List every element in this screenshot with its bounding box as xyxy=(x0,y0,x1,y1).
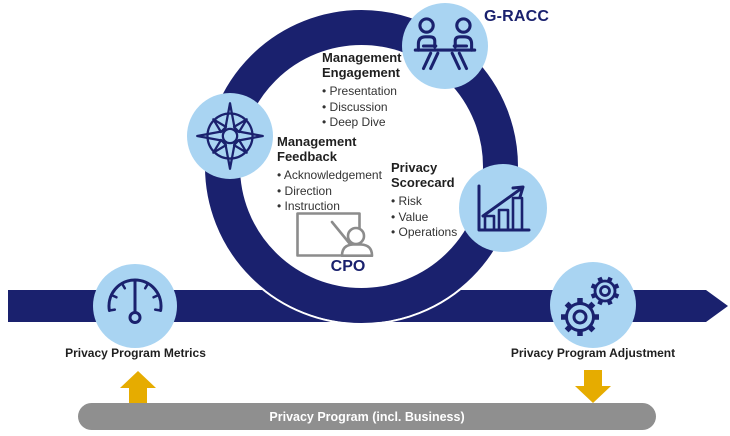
list-item: • Operations xyxy=(391,225,458,239)
management-feedback-title: Management Feedback xyxy=(277,134,357,164)
list-item: • Instruction xyxy=(277,199,340,213)
gracc-meeting-node xyxy=(402,3,488,89)
management-engagement-title: Management Engagement xyxy=(322,50,402,80)
management-feedback-node xyxy=(187,93,273,179)
gears-icon xyxy=(561,276,620,336)
list-item: • Discussion xyxy=(322,99,388,114)
cpo-node xyxy=(295,211,391,261)
list-item: • Deep Dive xyxy=(322,115,386,129)
list-item: • Presentation xyxy=(322,84,397,98)
management-engagement-list: • Presentation • Discussion • Deep Dive xyxy=(322,84,434,131)
privacy-scorecard-block: Privacy Scorecard • Risk • Value • Opera… xyxy=(391,160,496,241)
privacy-scorecard-title: Privacy Scorecard xyxy=(391,160,455,190)
privacy-program-adjustment-label: Privacy Program Adjustment xyxy=(510,346,676,360)
privacy-program-metrics-label: Privacy Program Metrics xyxy=(65,346,206,360)
down-arrow-icon xyxy=(575,370,611,403)
meeting-table-icon xyxy=(413,17,477,71)
management-feedback-list: • Acknowledgement • Direction • Instruct… xyxy=(277,168,417,215)
privacy-program-adjustment-node xyxy=(550,262,636,348)
list-item: • Value xyxy=(391,209,429,224)
management-engagement-block: Management Engagement • Presentation • D… xyxy=(322,50,434,131)
list-item: • Risk xyxy=(391,194,422,208)
up-arrow-icon xyxy=(120,371,156,403)
privacy-program-metrics-node xyxy=(93,264,177,348)
management-feedback-block: Management Feedback • Acknowledgement • … xyxy=(277,134,417,215)
privacy-scorecard-node xyxy=(459,164,547,252)
gracc-title: G-RACC xyxy=(484,8,550,25)
list-item: • Acknowledgement xyxy=(277,168,382,182)
presenter-icon xyxy=(296,212,374,257)
list-item: • Direction xyxy=(277,183,332,198)
privacy-program-bar: Privacy Program (incl. Business) xyxy=(78,403,656,430)
compass-icon xyxy=(196,102,264,170)
bar-chart-growth-icon xyxy=(477,184,531,232)
privacy-scorecard-list: • Risk • Value • Operations xyxy=(391,194,496,241)
gauge-icon xyxy=(107,278,163,324)
privacy-program-bar-label: Privacy Program (incl. Business) xyxy=(269,409,465,424)
cpo-label: CPO xyxy=(330,258,366,275)
